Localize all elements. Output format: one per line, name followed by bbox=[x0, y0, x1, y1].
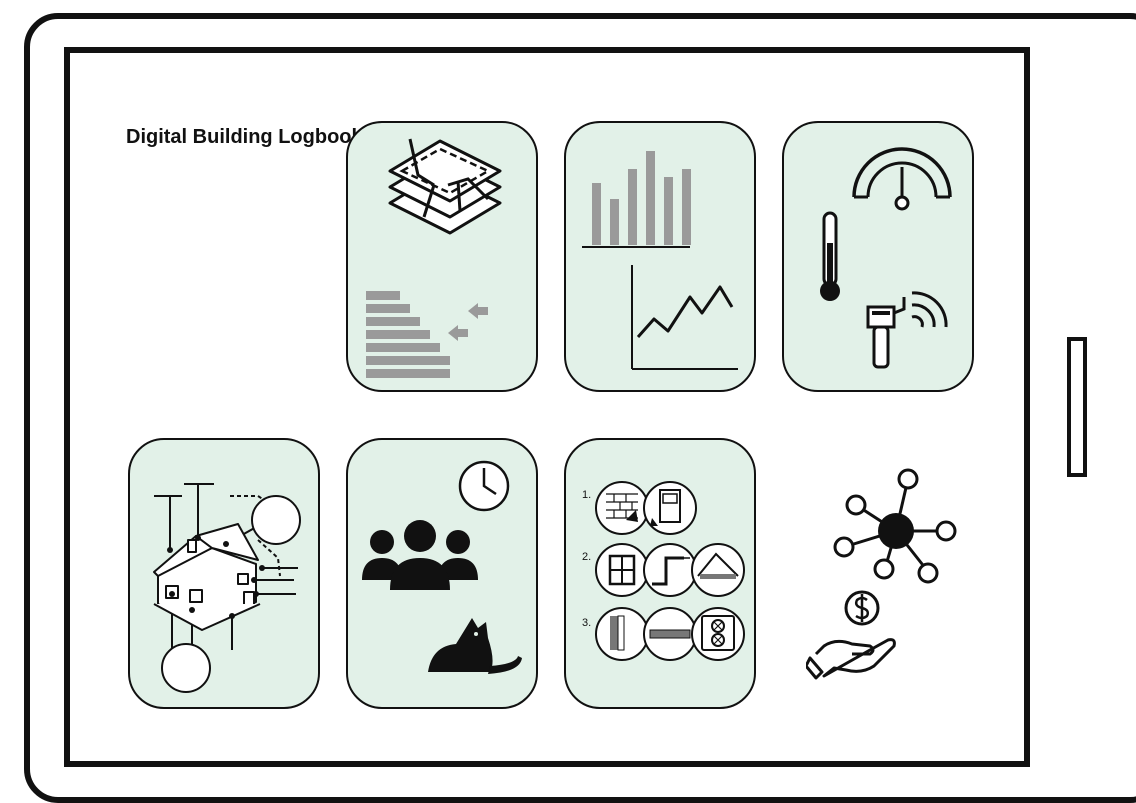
tile-house-components[interactable] bbox=[128, 438, 320, 709]
tile-sensor-monitoring[interactable] bbox=[782, 121, 974, 392]
tile-energy-chart[interactable] bbox=[564, 121, 756, 392]
network-hub-icon bbox=[833, 468, 957, 584]
finance-hand-icon bbox=[806, 590, 896, 680]
step-2-label: 2. bbox=[582, 551, 591, 563]
building-layers-icon bbox=[366, 138, 502, 378]
occupants-icon bbox=[362, 460, 522, 674]
renovation-steps-icon: 1. 2. 3. bbox=[582, 481, 745, 661]
step-1-label: 1. bbox=[582, 489, 591, 501]
tile-building-layers[interactable] bbox=[346, 121, 538, 392]
sensor-monitoring-icon bbox=[820, 147, 952, 369]
tile-renovation-steps[interactable]: 1. 2. 3. bbox=[564, 438, 756, 709]
step-3-label: 3. bbox=[582, 617, 591, 629]
energy-chart-icon bbox=[582, 151, 738, 370]
page-title: Digital Building Logbook bbox=[126, 126, 363, 148]
tile-occupants[interactable] bbox=[346, 438, 538, 709]
tablet-home-button[interactable] bbox=[1067, 337, 1087, 477]
house-components-icon bbox=[153, 483, 301, 693]
